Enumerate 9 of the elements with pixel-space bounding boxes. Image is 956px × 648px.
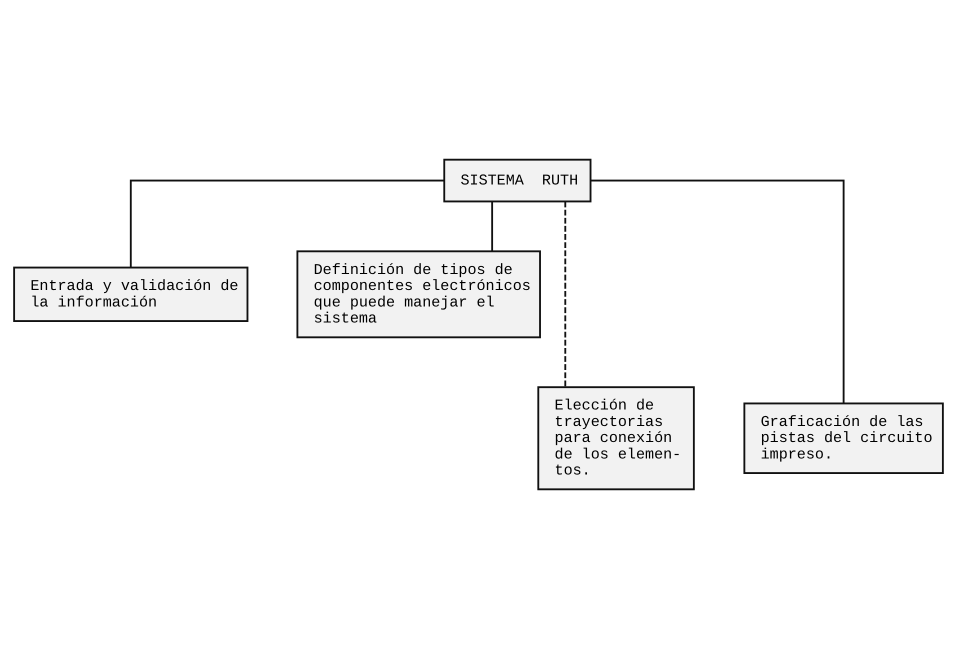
node-box: SISTEMA RUTH: [442, 158, 591, 202]
node-box: Graficación de las pistas del circuito impreso.: [742, 402, 944, 474]
connector: [129, 179, 444, 267]
node-box: Definición de tipos de componentes electrónicos que puede manejar el sistema: [296, 250, 540, 338]
connector: [590, 179, 844, 402]
node-box: Elección de trayectorias para conexión de los elemen- tos.: [536, 386, 694, 490]
node-box: Entrada y validación de la información: [12, 266, 248, 322]
connector: [564, 201, 566, 386]
connector: [490, 201, 493, 251]
